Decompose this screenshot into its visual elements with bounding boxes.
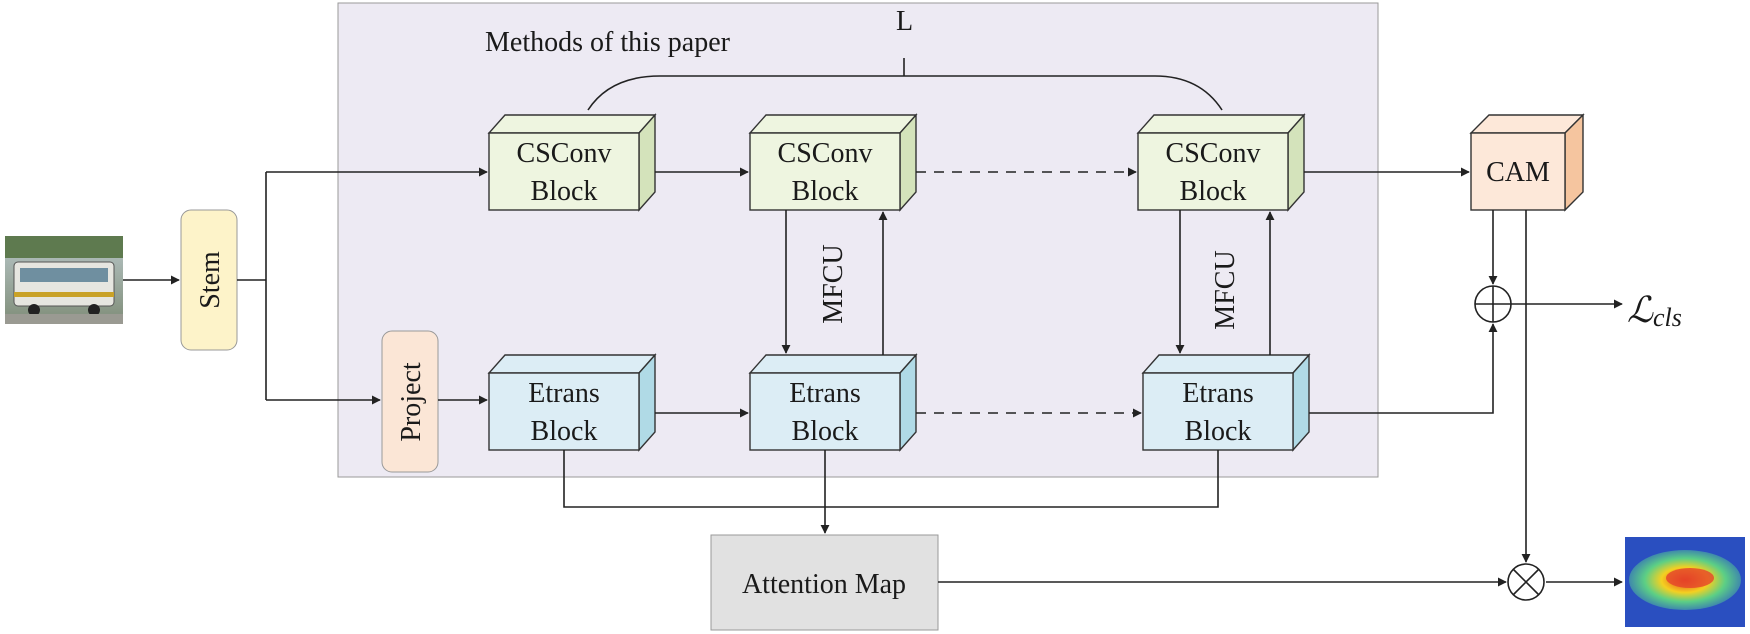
loss-symbol: ℒ bbox=[1627, 290, 1654, 330]
loop-brace bbox=[587, 75, 1223, 111]
stem-label: Stem bbox=[195, 251, 226, 309]
add-operator bbox=[1474, 285, 1512, 323]
etrans-block-2: Etrans Block bbox=[748, 353, 918, 452]
csconv-2-line1: CSConv bbox=[778, 138, 873, 169]
attention-map-label: Attention Map bbox=[742, 569, 906, 600]
project-label: Project bbox=[396, 362, 427, 442]
etrans-3-line1: Etrans bbox=[1182, 378, 1254, 409]
loss-label: ℒcls bbox=[1627, 290, 1682, 332]
csconv-1-line1: CSConv bbox=[517, 138, 612, 169]
multiply-operator bbox=[1507, 563, 1545, 601]
mfcu-label-1: MFCU bbox=[818, 244, 849, 323]
loop-label: L bbox=[896, 6, 913, 37]
cam-label: CAM bbox=[1486, 157, 1550, 188]
csconv-block-1: CSConv Block bbox=[487, 113, 657, 212]
output-heatmap-image bbox=[1625, 537, 1745, 627]
etrans-block-1: Etrans Block bbox=[487, 353, 657, 452]
csconv-3-line2: Block bbox=[1180, 176, 1247, 207]
etrans-2-line2: Block bbox=[792, 416, 859, 447]
loss-subscript: cls bbox=[1653, 303, 1682, 332]
etrans-1-line1: Etrans bbox=[528, 378, 600, 409]
input-bus-image bbox=[5, 236, 123, 324]
csconv-3-line1: CSConv bbox=[1166, 138, 1261, 169]
panel-title: Methods of this paper bbox=[485, 27, 731, 58]
attention-map-box bbox=[710, 534, 939, 631]
mfcu-label-2: MFCU bbox=[1210, 250, 1241, 329]
connectors bbox=[123, 167, 1623, 587]
etrans-3-line2: Block bbox=[1185, 416, 1252, 447]
etrans-block-3: Etrans Block bbox=[1141, 353, 1311, 452]
csconv-block-3: CSConv Block bbox=[1136, 113, 1306, 212]
csconv-2-line2: Block bbox=[792, 176, 859, 207]
etrans-1-line2: Block bbox=[531, 416, 598, 447]
csconv-block-2: CSConv Block bbox=[748, 113, 918, 212]
csconv-1-line2: Block bbox=[531, 176, 598, 207]
cam-block: CAM bbox=[1469, 113, 1585, 212]
project-box bbox=[381, 330, 439, 473]
etrans-2-line1: Etrans bbox=[789, 378, 861, 409]
